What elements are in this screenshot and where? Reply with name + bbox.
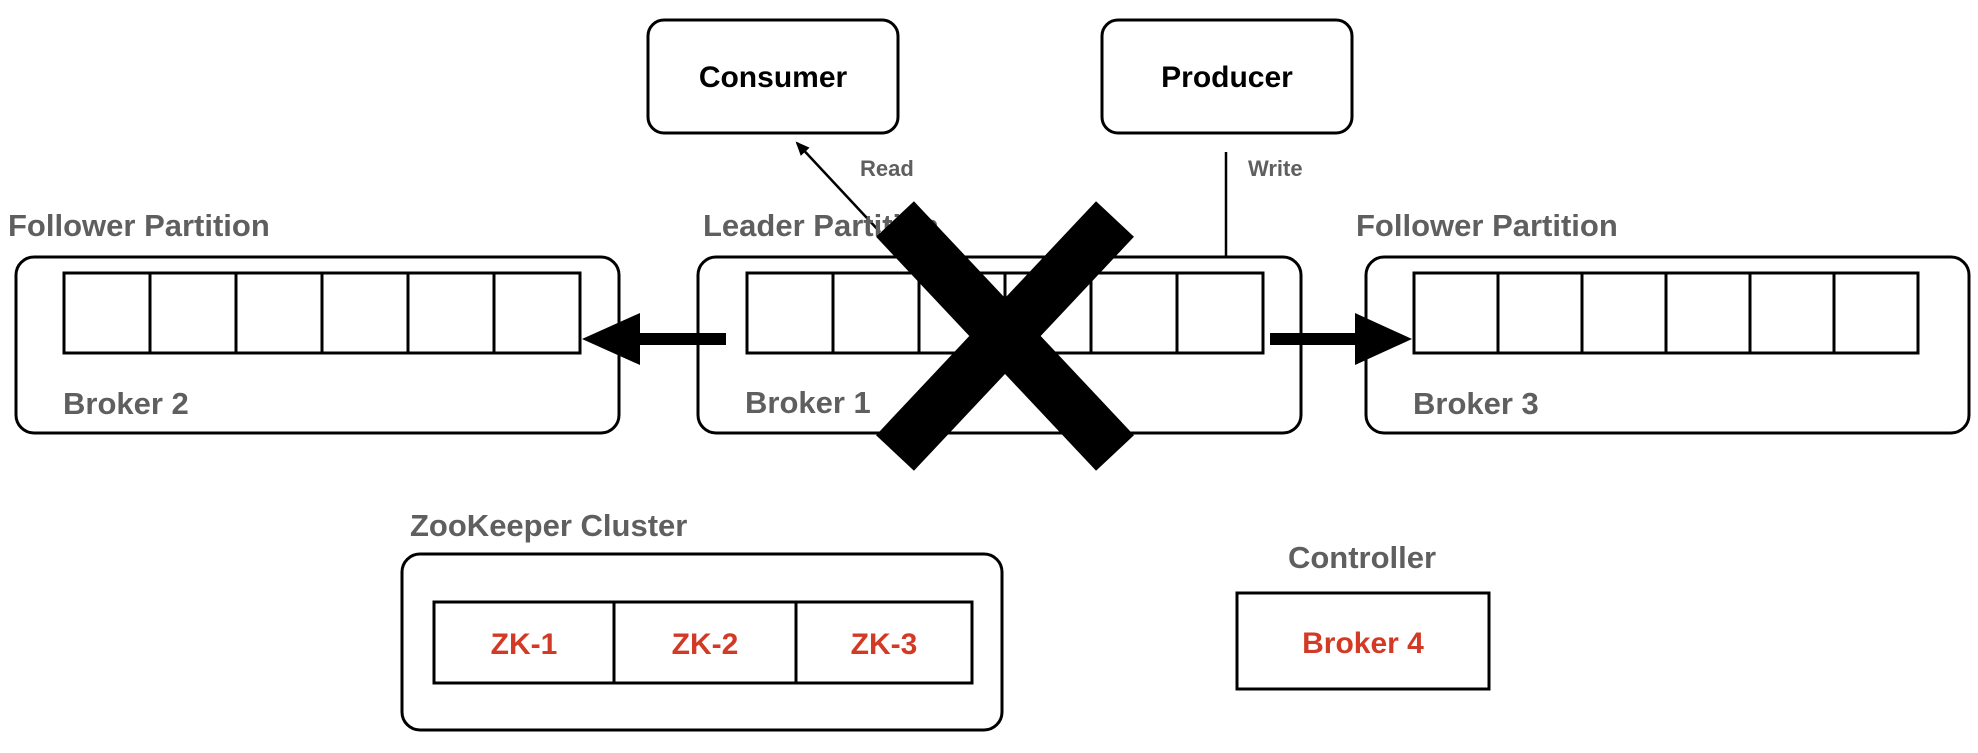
log-segment (1412, 271, 1500, 355)
broker2-node: Broker 2 (14, 255, 621, 435)
log-segment (406, 271, 496, 355)
broker1-log (745, 271, 1265, 355)
replication-arrow-left (582, 313, 726, 365)
log-segment (745, 271, 835, 355)
log-segment (1580, 271, 1668, 355)
log-segment (1832, 271, 1920, 355)
log-segment (320, 271, 410, 355)
log-segment (1089, 271, 1179, 355)
zk1-label: ZK-1 (491, 628, 558, 661)
zookeeper-cluster-node: ZK-1 ZK-2 ZK-3 (400, 552, 1004, 732)
log-segment (831, 271, 921, 355)
broker2-label: Broker 2 (63, 386, 189, 421)
log-segment (1664, 271, 1752, 355)
zk2-node: ZK-2 (612, 600, 798, 685)
broker3-node: Broker 3 (1364, 255, 1971, 435)
broker4-label: Broker 4 (1302, 627, 1424, 660)
broker1-label: Broker 1 (745, 385, 871, 420)
controller-node: Broker 4 (1235, 591, 1491, 691)
log-segment (492, 271, 582, 355)
log-segment (234, 271, 324, 355)
log-segment (148, 271, 238, 355)
zk2-label: ZK-2 (672, 628, 739, 661)
broker3-log (1412, 271, 1920, 355)
producer-node: Producer (1100, 18, 1354, 135)
write-edge-label: Write (1248, 156, 1303, 181)
producer-label: Producer (1161, 61, 1293, 94)
follower-right-title: Follower Partition (1356, 208, 1618, 243)
failure-cross-icon (876, 201, 1134, 471)
zk3-node: ZK-3 (794, 600, 974, 685)
zookeeper-title: ZooKeeper Cluster (410, 508, 687, 543)
controller-title: Controller (1288, 540, 1436, 575)
broker2-log (62, 271, 582, 355)
replication-arrow-right (1270, 313, 1412, 365)
consumer-node: Consumer (646, 18, 900, 135)
zk1-node: ZK-1 (432, 600, 616, 685)
read-edge: Read (795, 141, 914, 233)
log-segment (1175, 271, 1265, 355)
log-segment (1748, 271, 1836, 355)
consumer-label: Consumer (699, 61, 848, 94)
write-edge: Write (1220, 152, 1303, 292)
follower-left-title: Follower Partition (8, 208, 270, 243)
log-segment (1496, 271, 1584, 355)
broker3-label: Broker 3 (1413, 386, 1539, 421)
zk3-label: ZK-3 (851, 628, 918, 661)
log-segment (62, 271, 152, 355)
read-edge-label: Read (860, 156, 914, 181)
